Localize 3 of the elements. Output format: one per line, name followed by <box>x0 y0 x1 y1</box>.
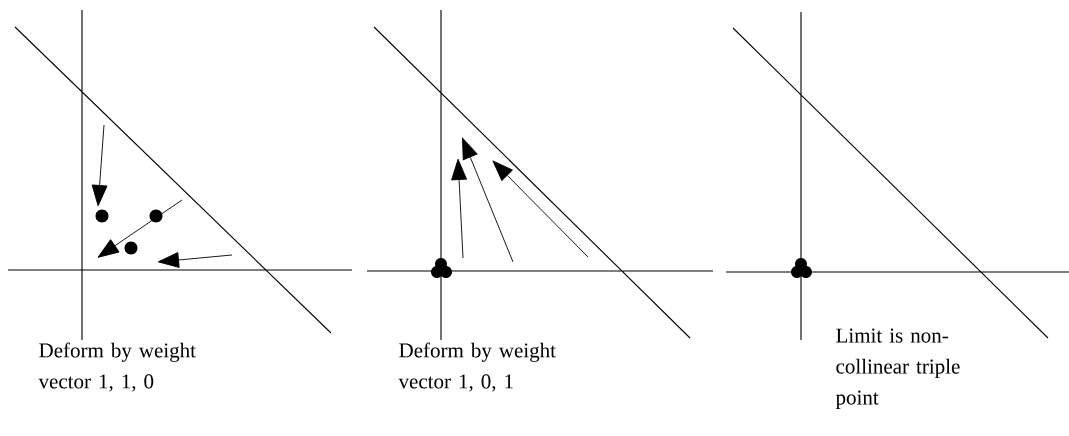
caption: Limit is non-collinear triple point <box>835 328 960 409</box>
caption: Deform by weight vector 1, 1, 0 <box>38 342 196 392</box>
caption: Deform by weight vector 1, 0, 1 <box>398 342 556 392</box>
